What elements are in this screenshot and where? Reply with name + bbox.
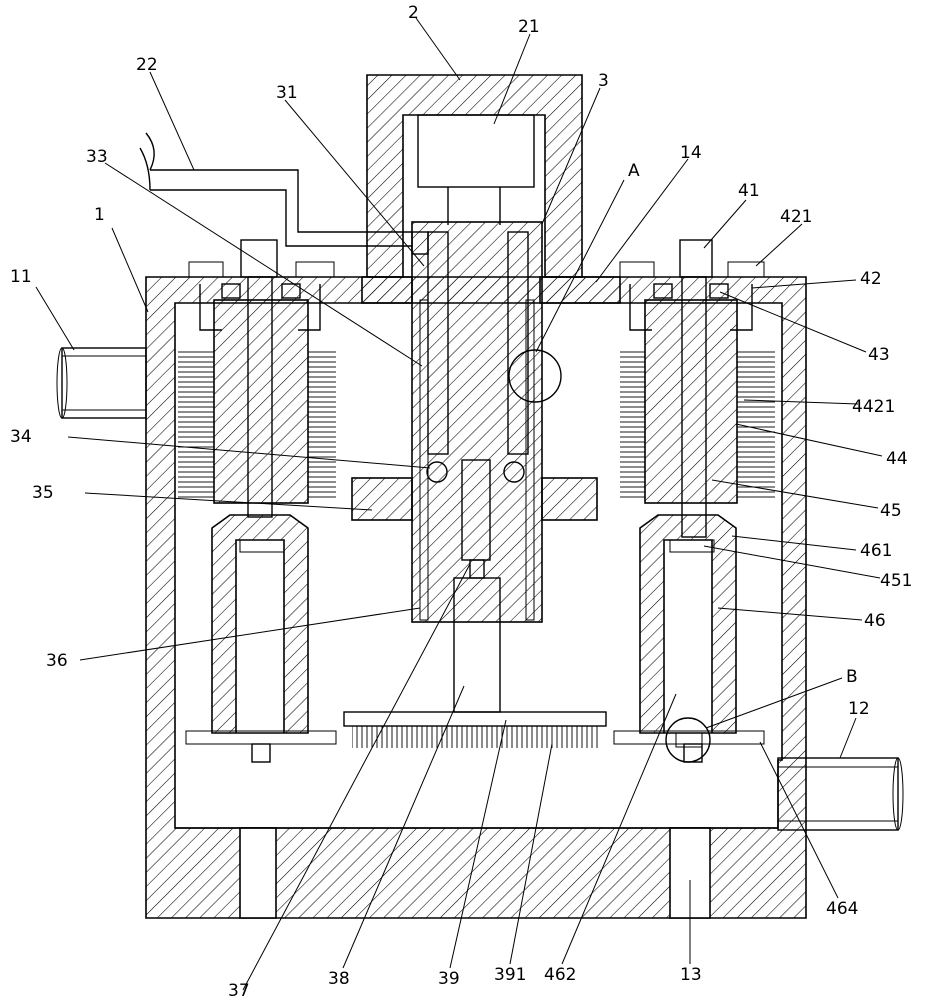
central-shaft-assembly (139, 132, 543, 623)
right-filter-column (613, 239, 775, 763)
brush-assembly (343, 577, 607, 748)
label-22: 22 (136, 55, 158, 75)
label-391: 391 (494, 965, 526, 985)
label-35: 35 (32, 483, 54, 503)
bottom-port-left (239, 827, 277, 919)
outlet-pipe (777, 757, 904, 831)
ball-right (503, 461, 525, 483)
label-2: 2 (408, 3, 419, 23)
label-33: 33 (86, 147, 108, 167)
label-44: 44 (886, 449, 908, 469)
label-13: 13 (680, 965, 702, 985)
motor (417, 114, 535, 188)
reference-labels: 1 11 12 13 14 2 21 22 3 31 33 34 35 36 3… (10, 3, 912, 1000)
detail-circle-b (665, 717, 711, 763)
label-421: 421 (780, 207, 812, 227)
label-34: 34 (10, 427, 32, 447)
label-11: 11 (10, 267, 32, 287)
label-451: 451 (880, 571, 912, 591)
label-39: 39 (438, 969, 460, 989)
label-38: 38 (328, 969, 350, 989)
label-42: 42 (860, 269, 882, 289)
left-filter-column (178, 239, 337, 763)
label-45: 45 (880, 501, 902, 521)
label-41: 41 (738, 181, 760, 201)
label-14: 14 (680, 143, 702, 163)
leader-lines (35, 17, 883, 991)
label-36: 36 (46, 651, 68, 671)
impeller-right (541, 477, 598, 521)
label-21: 21 (518, 17, 540, 37)
label-464: 464 (826, 899, 858, 919)
label-b: B (846, 667, 858, 687)
label-46: 46 (864, 611, 886, 631)
inlet-pipe (56, 347, 147, 419)
label-a: A (628, 161, 640, 181)
label-1: 1 (94, 205, 105, 225)
label-12: 12 (848, 699, 870, 719)
label-4421: 4421 (852, 397, 895, 417)
label-37: 37 (228, 981, 250, 1000)
top-plate (361, 276, 621, 304)
detail-circle-a (508, 349, 562, 403)
impeller-left (351, 477, 413, 521)
label-3: 3 (598, 71, 609, 91)
label-461: 461 (860, 541, 892, 561)
label-31: 31 (276, 83, 298, 103)
ball-left (426, 461, 448, 483)
label-43: 43 (868, 345, 890, 365)
label-462: 462 (544, 965, 576, 985)
